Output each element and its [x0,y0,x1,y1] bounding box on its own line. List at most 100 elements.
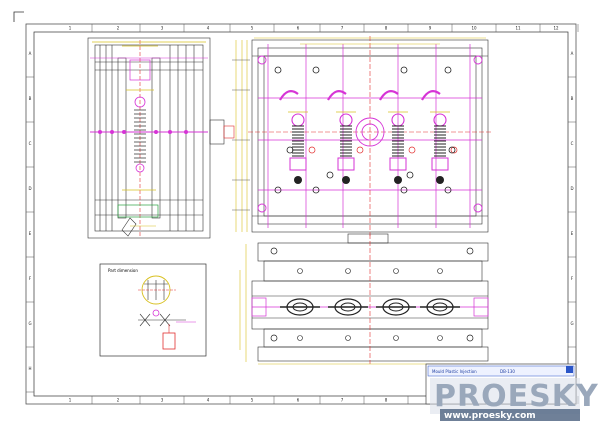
cavity-core-stack [340,125,352,157]
column-marker-4-top: 4 [207,26,210,31]
plan-bolt [448,146,456,154]
row-marker-B-left: B [29,96,32,101]
section-view [251,233,489,362]
section-dimension-lines [239,244,486,365]
cavity-pin [356,146,364,154]
column-marker-8-top: 8 [385,26,388,31]
column-marker-8-bottom: 8 [385,398,388,403]
dimension-lines-top [254,37,486,45]
plan-bolt [400,186,408,194]
plan-bolt [444,186,452,194]
row-markers: AABBCCDDEEFFGGHH [26,51,576,393]
side-view [87,37,211,239]
part-dimension-inset: Part dimension [99,263,207,357]
row-marker-E-right: E [571,231,574,236]
watermark: PROESKY www.proesky.com [430,378,599,421]
cavity-bottom-bolt [394,176,402,184]
cavity-bottom-bolt [294,176,302,184]
cavity-2 [327,90,364,184]
cavity-gate [291,113,305,127]
row-marker-C-right: C [571,141,574,146]
cavity-bottom-bolt [436,176,444,184]
column-marker-11-top: 11 [515,26,521,31]
column-marker-7-bottom: 7 [341,398,344,403]
section-bolt [466,334,474,342]
column-marker-1-top: 1 [69,26,72,31]
plan-view-bolts [257,55,483,213]
section-ejector-hole [297,268,303,274]
guide-pillar [473,55,483,65]
cavity-base [389,157,407,171]
section-cavity-3 [376,298,416,316]
runner-arm [379,90,399,101]
guide-pillar [257,55,267,65]
plan-bolt [406,171,414,179]
inner-frame [33,31,569,397]
cavity-base [431,157,449,171]
column-marker-4-bottom: 4 [207,398,210,403]
row-marker-A-right: A [571,51,574,56]
column-marker-3-top: 3 [161,26,164,31]
title-block-heading: Mould Plastic Injection [432,369,477,374]
plan-bolt [286,146,294,154]
plan-view-centerlines [248,36,492,236]
dimension-lines-vertical [235,40,248,232]
row-marker-D-left: D [28,186,31,191]
watermark-logo: PROESKY [434,379,599,414]
section-bolt [270,334,278,342]
section-view-guides [251,234,489,364]
runner-arm [279,90,299,101]
section-cavity-1 [280,298,320,316]
plan-bolt [274,66,282,74]
column-marker-9-top: 9 [429,26,432,31]
cavity-gate [339,113,353,127]
section-bolt [466,247,474,255]
column-marker-7-top: 7 [341,26,344,31]
row-marker-F-left: F [29,276,32,281]
cavity-pin [408,146,416,154]
section-ejector-hole [393,268,399,274]
runner-arm [327,90,347,101]
column-marker-6-top: 6 [297,26,300,31]
outer-frame [25,23,577,405]
guide-pillar [257,203,267,213]
row-marker-G-right: G [570,321,573,326]
title-block-subheading: DB-130 [500,369,515,374]
guide-pillar [473,203,483,213]
side-view-features [90,40,235,237]
plan-bolt [326,171,334,179]
section-view-parts [270,247,474,342]
column-marker-2-top: 2 [117,26,120,31]
column-marker-5-bottom: 5 [251,398,254,403]
section-ejector-hole [345,335,351,341]
cavity-base [289,157,307,171]
row-marker-E-left: E [29,231,32,236]
inset-title: Part dimension [108,268,138,273]
plan-bolt [312,66,320,74]
cavity-pin [308,146,316,154]
cavity-bottom-bolt [342,176,350,184]
row-marker-B-right: B [571,96,574,101]
column-marker-6-bottom: 6 [297,398,300,403]
cavity-4 [421,90,458,184]
cavity-1 [279,90,316,184]
cavity-core-stack [434,125,446,157]
dimension-ticks-vertical [232,59,250,211]
cavity-group [279,90,458,184]
cavity-pin [450,146,458,154]
section-bolt [270,247,278,255]
column-marker-2-bottom: 2 [117,398,120,403]
plan-bolt [444,66,452,74]
column-marker-12-top: 12 [553,26,559,31]
cavity-base [337,157,355,171]
cavity-core-stack [392,125,404,157]
row-marker-G-left: G [28,321,31,326]
runner-arm [421,90,441,101]
watermark-url: www.proesky.com [444,411,536,421]
plan-bolt [400,66,408,74]
section-ejector-hole [393,335,399,341]
column-marker-3-bottom: 3 [161,398,164,403]
plan-bolt [312,186,320,194]
row-marker-H-left: H [28,366,31,371]
